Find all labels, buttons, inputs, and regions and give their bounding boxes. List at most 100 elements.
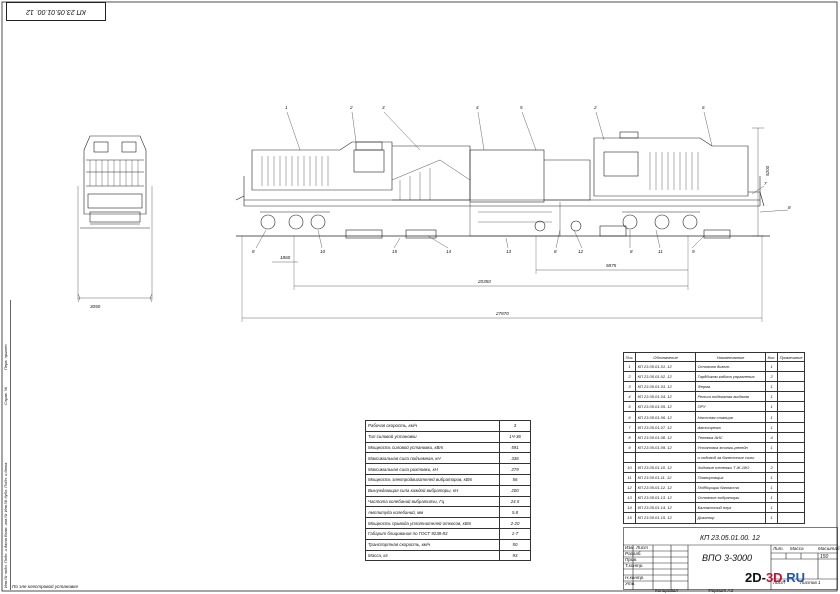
- margin-ref-sprav: Справ. №: [3, 386, 8, 405]
- spec-value: 5.8: [499, 506, 531, 519]
- parts-note: [777, 441, 806, 453]
- callout-4: 4: [476, 105, 479, 110]
- parts-pos: 6: [622, 411, 637, 423]
- parts-qty: 1: [765, 472, 779, 484]
- parts-qty: 1: [765, 502, 779, 514]
- spec-name: Амплитуда колебаний, мм: [365, 506, 500, 519]
- parts-qty: 1: [765, 411, 779, 423]
- parts-name: Рельса подвижная выдачая: [695, 391, 767, 403]
- front-view: [77, 135, 153, 303]
- parts-designation: КП 23.05.01.06. 12: [635, 411, 697, 423]
- spec-name: Транспортная скорость, км/ч: [365, 538, 500, 551]
- margin-bottom-note: Инв.№ подл. Подп. и дата Взам. инв.№ Инв…: [3, 462, 8, 588]
- parts-header-row: Поз. Обозначение Наименование Кол. Приме…: [622, 352, 806, 362]
- parts-header-name: Наименование: [695, 352, 767, 362]
- parts-designation: КП 23.05.01.02. 12: [635, 371, 697, 383]
- parts-designation: КП 23.05.01.01. 12: [635, 360, 697, 373]
- title-scale-label: Масштаб: [818, 546, 840, 551]
- callout-2: 2: [350, 105, 353, 110]
- parts-qty: 1: [765, 512, 779, 524]
- spec-value: 200: [499, 484, 531, 497]
- spec-value: 1Ч-36: [499, 430, 531, 443]
- parts-qty: 2: [765, 461, 779, 474]
- parts-note: [777, 421, 806, 433]
- parts-designation: КП 23.05.01.12. 12: [635, 482, 697, 494]
- parts-pos: 2: [622, 371, 637, 383]
- parts-header-qty: Кол.: [765, 352, 779, 362]
- parts-pos: 4: [622, 391, 637, 403]
- parts-designation: КП 23.05.01.13. 12: [635, 492, 697, 504]
- parts-qty: 1: [765, 421, 779, 433]
- parts-header-note: Примечание: [777, 352, 806, 362]
- parts-designation: КП 23.05.01.04. 12: [635, 391, 697, 403]
- spec-name: Мощность силовой установки, кВт: [365, 441, 500, 454]
- watermark-logo: 2D-3D.RU: [745, 570, 805, 585]
- parts-name: Основные вибраторы: [695, 492, 767, 504]
- parts-qty: 1: [765, 441, 779, 453]
- spec-value: 279: [499, 463, 531, 475]
- title-row-tkontr: Т.контр.: [625, 563, 644, 568]
- callout-8: 8: [788, 205, 791, 210]
- parts-qty: 1: [765, 360, 779, 373]
- callout-6: 6: [702, 105, 705, 110]
- bottom-callout-8c: 8: [630, 249, 633, 254]
- spec-name: Вынуждающая сила каждой вибраторы, кН: [365, 484, 500, 497]
- title-copied: Копировал: [655, 588, 678, 593]
- dim-height: 5200: [765, 165, 770, 176]
- bottom-callout-10: 10: [320, 249, 326, 254]
- callout-7: 7: [764, 181, 767, 186]
- title-row-razrab: Разраб.: [625, 551, 642, 556]
- left-margin-strip: [2, 300, 11, 590]
- margin-copy-note: По эле клестровой установке: [12, 584, 78, 589]
- parts-pos: 13: [622, 492, 637, 504]
- dim-width-front: 3050: [90, 304, 101, 309]
- parts-qty: 1: [765, 391, 779, 403]
- parts-qty: 1: [765, 401, 779, 413]
- spec-value: 93: [499, 549, 531, 562]
- parts-name: ПРУ: [695, 401, 767, 413]
- title-mass-label: Масса: [790, 546, 804, 551]
- parts-designation: КП 23.05.01.15. 12: [635, 512, 697, 524]
- parts-name: Тележка АИС: [695, 431, 767, 443]
- parts-row: и ходовой за балестные силы: [622, 451, 806, 463]
- parts-note: [777, 381, 806, 393]
- parts-note: [777, 451, 806, 463]
- spec-name: Масса, кг: [365, 549, 500, 562]
- parts-name: и ходовой за балестные силы: [695, 451, 767, 463]
- spec-value: 50: [499, 538, 531, 551]
- title-row-nkontr: Н.контр.: [625, 575, 645, 580]
- parts-name: Автосцепка: [695, 421, 767, 433]
- parts-pos: 14: [622, 502, 637, 514]
- parts-designation: КП 23.05.01.11. 12: [635, 472, 697, 484]
- bottom-callout-8: 8: [252, 249, 255, 254]
- parts-pos: 3: [622, 381, 637, 393]
- title-row-izm: Изм. Лист: [625, 545, 648, 550]
- parts-note: [777, 371, 806, 383]
- parts-note: [777, 360, 806, 373]
- parts-name: Планировщик: [695, 472, 767, 484]
- spec-name: Максимальная сила подъемная, кН: [365, 452, 500, 465]
- parts-pos: 10: [622, 461, 637, 474]
- parts-designation: КП 23.05.01.10. 12: [635, 461, 697, 474]
- spec-name: Мощность электродвигателей вибраторов, к…: [365, 473, 500, 486]
- margin-ref-no: Перв. примен.: [3, 343, 8, 370]
- spec-name: Рабочая скорость, км/ч: [365, 420, 500, 432]
- parts-pos: 11: [622, 472, 637, 484]
- parts-pos: 1: [622, 360, 637, 373]
- bottom-callout-8b: 8: [554, 249, 557, 254]
